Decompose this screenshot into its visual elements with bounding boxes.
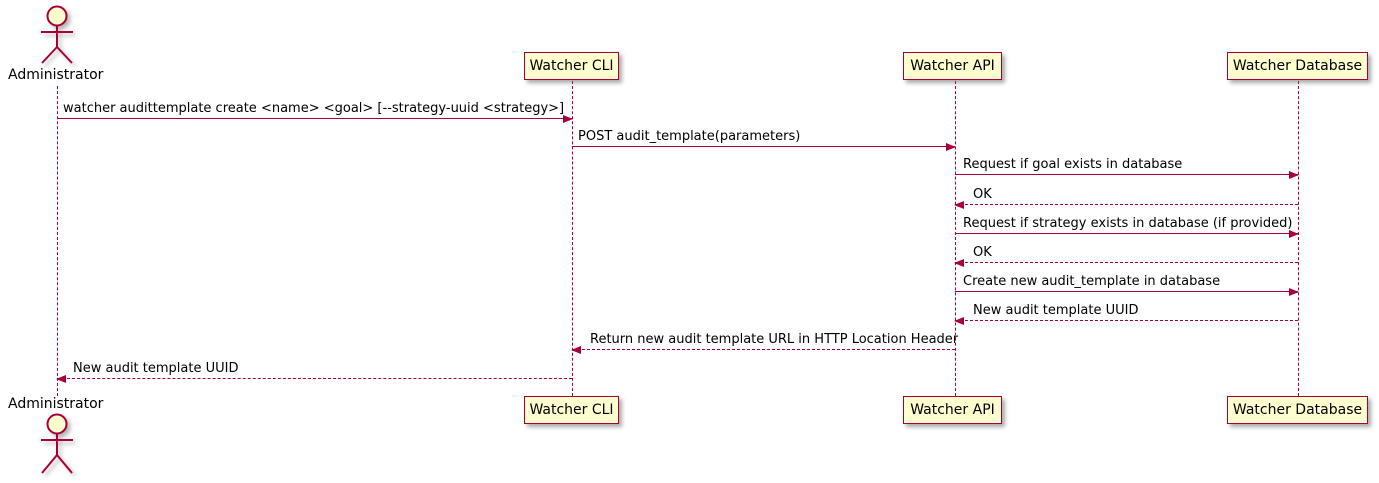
message-5: Request if strategy exists in database (…: [955, 216, 1299, 238]
arrowhead-right-icon: [1289, 287, 1299, 296]
message-8: New audit template UUID: [954, 303, 1298, 325]
message-4-label: OK: [973, 187, 992, 202]
participant-box-watcher-cli-top: Watcher CLI: [524, 52, 619, 80]
arrowhead-right-icon: [563, 114, 573, 123]
arrowhead-left-icon: [954, 200, 964, 209]
message-1: watcher audittemplate create <name> <goa…: [57, 101, 573, 123]
message-9-label: Return new audit template URL in HTTP Lo…: [590, 332, 959, 347]
arrowhead-right-icon: [946, 142, 956, 151]
message-10: New audit template UUID: [56, 361, 572, 383]
arrowhead-left-icon: [954, 316, 964, 325]
message-5-label: Request if strategy exists in database (…: [963, 216, 1293, 231]
lifeline-administrator: [57, 86, 58, 396]
participant-box-watcher-cli-bottom: Watcher CLI: [524, 396, 619, 424]
message-2-label: POST audit_template(parameters): [578, 129, 801, 144]
message-10-label: New audit template UUID: [73, 361, 239, 376]
participant-box-watcher-database-bottom: Watcher Database: [1227, 396, 1368, 424]
participant-box-watcher-api-top: Watcher API: [903, 52, 1002, 80]
message-1-label: watcher audittemplate create <name> <goa…: [63, 101, 565, 116]
actor-administrator-icon: [41, 5, 73, 64]
arrowhead-left-icon: [954, 258, 964, 267]
lifeline-watcher-api: [955, 81, 956, 396]
message-3: Request if goal exists in database: [955, 157, 1299, 179]
actor-administrator-icon: [41, 413, 73, 474]
actor-administrator-label-top: Administrator: [8, 67, 104, 83]
message-4: OK: [954, 187, 1298, 209]
message-8-label: New audit template UUID: [973, 303, 1139, 318]
message-6-label: OK: [973, 245, 992, 260]
lifeline-watcher-cli: [572, 81, 573, 396]
arrowhead-left-icon: [571, 345, 581, 354]
message-6: OK: [954, 245, 1298, 267]
message-2: POST audit_template(parameters): [572, 129, 956, 151]
message-7-label: Create new audit_template in database: [963, 274, 1221, 289]
actor-administrator-label-bottom: Administrator: [8, 396, 104, 412]
message-7: Create new audit_template in database: [955, 274, 1299, 296]
lifeline-watcher-database: [1298, 81, 1299, 396]
arrowhead-right-icon: [1289, 170, 1299, 179]
arrowhead-left-icon: [56, 374, 66, 383]
arrowhead-right-icon: [1289, 229, 1299, 238]
participant-box-watcher-database-top: Watcher Database: [1227, 52, 1368, 80]
message-3-label: Request if goal exists in database: [963, 157, 1183, 172]
participant-box-watcher-api-bottom: Watcher API: [903, 396, 1002, 424]
message-9: Return new audit template URL in HTTP Lo…: [571, 332, 958, 354]
